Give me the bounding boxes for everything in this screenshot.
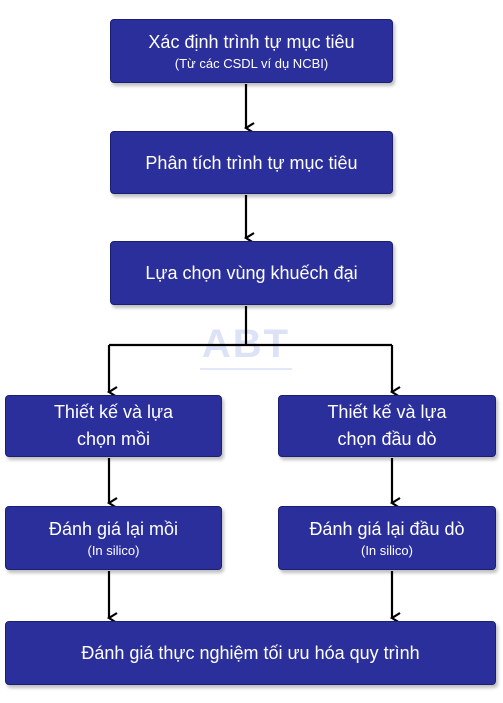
step-experimental-optimization: Đánh giá thực nghiệm tối ưu hóa quy trìn… xyxy=(5,621,496,685)
step-evaluate-probe: Đánh giá lại đầu dò (In silico) xyxy=(278,506,496,570)
step-evaluate-primer: Đánh giá lại mồi (In silico) xyxy=(5,506,222,570)
step-identify-target-sequence: Xác định trình tự mục tiêu (Từ các CSDL … xyxy=(110,19,393,83)
step-note: (Từ các CSDL ví dụ NCBI) xyxy=(174,56,329,71)
step-design-probe: Thiết kế và lựa chọn đầu dò xyxy=(278,395,496,457)
step-select-amplification-region: Lựa chọn vùng khuếch đại xyxy=(110,241,393,305)
step-title: Lựa chọn vùng khuếch đại xyxy=(145,263,358,283)
step-title: Phân tích trình tự mục tiêu xyxy=(145,152,358,173)
step-analyze-target-sequence: Phân tích trình tự mục tiêu xyxy=(110,131,393,194)
step-note: (In silico) xyxy=(360,543,413,558)
step-title: Thiết kế và lựa chọn đầu dò xyxy=(327,402,447,449)
watermark-underline xyxy=(200,368,292,370)
step-design-primer: Thiết kế và lựa chọn mồi xyxy=(5,395,222,457)
step-note: (In silico) xyxy=(87,543,140,558)
step-title: Đánh giá lại đầu dò xyxy=(309,519,465,539)
step-title: Xác định trình tự mục tiêu xyxy=(148,32,355,52)
step-title: Thiết kế và lựa chọn mồi xyxy=(53,402,174,449)
step-title: Đánh giá lại mồi xyxy=(48,519,179,539)
step-title: Đánh giá thực nghiệm tối ưu hóa quy trìn… xyxy=(81,643,420,663)
